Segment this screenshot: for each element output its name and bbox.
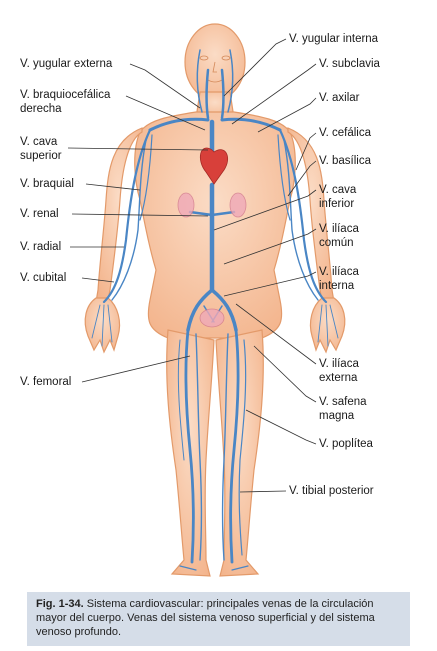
label-safena-magna: V. safena magna (319, 396, 367, 422)
label-femoral: V. femoral (20, 376, 72, 388)
leader-renal (71, 213, 209, 217)
label-subclavia: V. subclavia (319, 58, 380, 70)
leader-iliaca-comun (223, 228, 317, 265)
leader-femoral (81, 355, 191, 383)
figure-number: Fig. 1-34. (36, 598, 84, 610)
label-poplitea: V. poplítea (319, 438, 373, 450)
label-braquiocefalica: V. braquiocefálica derecha (20, 89, 111, 115)
leader-braquiocefalica (125, 95, 206, 131)
label-iliaca-comun: V. ilíaca común (319, 223, 359, 249)
figure-caption: Fig. 1-34. Sistema cardiovascular: princ… (27, 592, 410, 646)
label-iliaca-externa: V. ilíaca externa (319, 358, 359, 384)
leader-tibial-posterior (239, 490, 287, 493)
label-renal: V. renal (20, 208, 59, 220)
label-cefalica: V. cefálica (319, 127, 371, 139)
label-basilica: V. basílica (319, 155, 371, 167)
leader-cava-inferior (213, 189, 317, 231)
veins (91, 49, 339, 571)
label-tibial-posterior: V. tibial posterior (289, 485, 374, 497)
leader-iliaca-externa (235, 303, 317, 365)
leader-yugular-externa (129, 63, 201, 109)
leader-cefalica (295, 132, 317, 171)
diagram: V. yugular externa V. braquiocefálica de… (20, 23, 380, 577)
body-figure (67, 23, 346, 577)
label-axilar: V. axilar (319, 92, 360, 104)
label-cubital: V. cubital (20, 272, 67, 284)
leader-braquial (85, 183, 141, 191)
label-cava-inferior: V. cava inferior (319, 184, 357, 210)
leader-subclavia (231, 63, 317, 125)
leader-safena-magna (253, 345, 317, 403)
leader-axilar (257, 97, 317, 133)
leader-basilica (287, 160, 317, 197)
label-iliaca-interna: V. ilíaca interna (319, 266, 359, 292)
leader-cubital (81, 277, 115, 283)
leader-cava-superior (67, 147, 209, 151)
abdominal-organs (177, 192, 247, 328)
leader-lines (67, 38, 317, 493)
label-yugular-externa: V. yugular externa (20, 58, 113, 70)
label-yugular-interna: V. yugular interna (289, 33, 379, 45)
label-braquial: V. braquial (20, 178, 74, 190)
label-cava-superior: V. cava superior (20, 136, 62, 162)
label-radial: V. radial (20, 241, 62, 253)
leader-iliaca-interna (223, 271, 317, 297)
face (199, 55, 231, 83)
caption-text: Sistema cardiovascular: principales vena… (36, 598, 375, 638)
leader-poplitea (245, 409, 317, 445)
leader-yugular-interna (223, 38, 287, 97)
